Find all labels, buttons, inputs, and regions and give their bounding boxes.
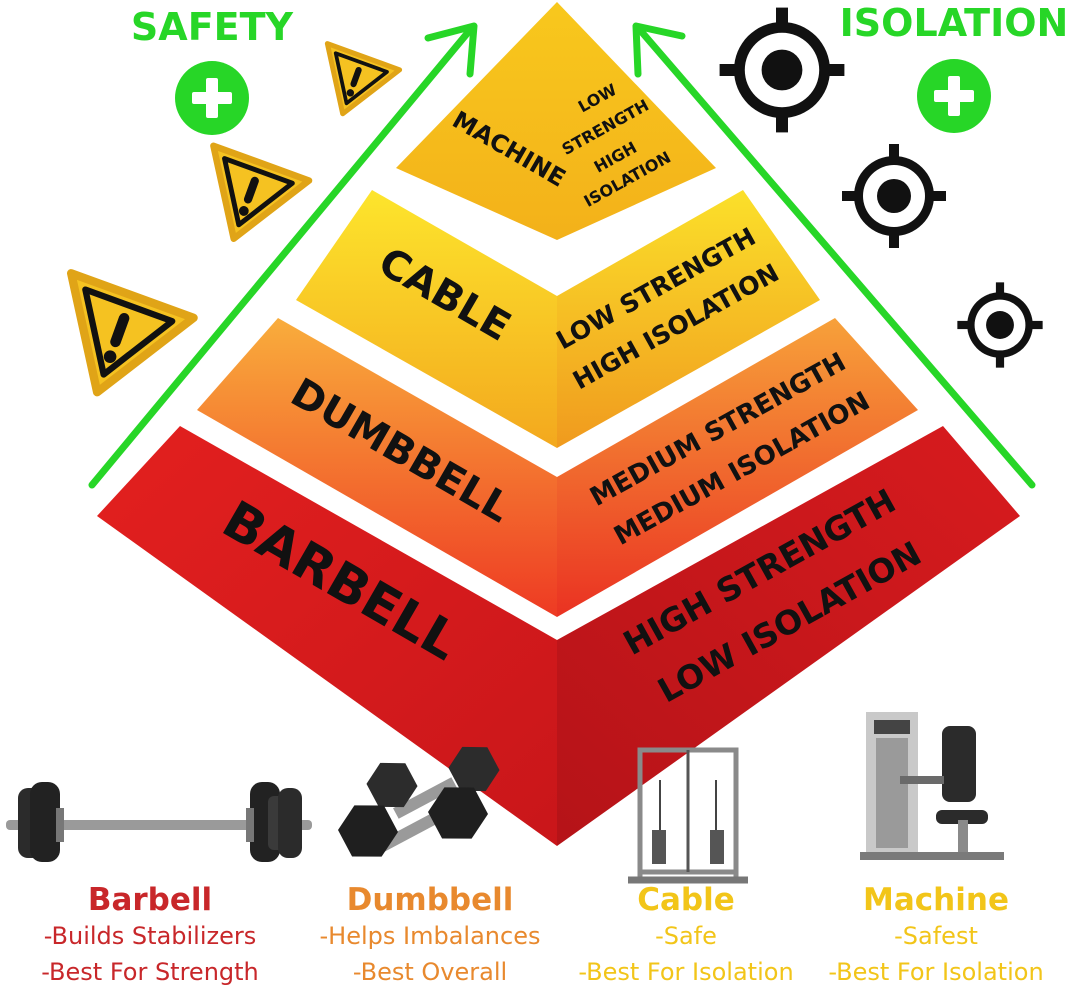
- tier-barbell-right: [557, 426, 1020, 846]
- isolation-plus-icon: [917, 59, 991, 133]
- caption-dumbbell-line-1: -Helps Imbalances: [319, 922, 541, 950]
- dumbbell-image: [338, 746, 500, 857]
- cable-machine-image: [628, 747, 748, 884]
- safety-plus-icon: [175, 61, 249, 135]
- tier-dumbbell-right: [557, 318, 918, 617]
- caption-cable-line-1: -Safe: [655, 922, 717, 950]
- tier-cable-right: [557, 190, 820, 448]
- crosshair-target-icon: [719, 7, 845, 133]
- tier-barbell-left: [97, 426, 557, 846]
- warning-triangle-icon: [186, 146, 309, 256]
- tier-machine: MACHINE LOW STRENGTH HIGH ISOLATION: [396, 2, 716, 240]
- crosshair-target-icon: [842, 144, 946, 248]
- caption-barbell-line-2: -Best For Strength: [41, 958, 259, 986]
- caption-barbell: Barbell -Builds Stabilizers -Best For St…: [20, 882, 280, 990]
- caption-machine-title: Machine: [863, 882, 1009, 918]
- chest-press-machine-image: [860, 712, 1004, 860]
- caption-machine-line-2: -Best For Isolation: [828, 958, 1044, 986]
- caption-machine-line-1: -Safest: [894, 922, 978, 950]
- isolation-arrow-icon: [632, 22, 1036, 489]
- tier-cable-left: [296, 190, 557, 448]
- caption-dumbbell-title: Dumbbell: [346, 882, 514, 918]
- tier-machine-right: [557, 2, 716, 240]
- caption-dumbbell: Dumbbell -Helps Imbalances -Best Overall: [300, 882, 560, 990]
- tier-dumbbell-left: [197, 318, 557, 617]
- warning-triangle-icon: [307, 44, 400, 127]
- caption-cable-line-2: -Best For Isolation: [578, 958, 794, 986]
- caption-cable: Cable -Safe -Best For Isolation: [556, 882, 816, 990]
- caption-dumbbell-line-2: -Best Overall: [352, 958, 508, 986]
- caption-machine: Machine -Safest -Best For Isolation: [806, 882, 1066, 990]
- isolation-label: ISOLATION: [840, 1, 1069, 45]
- barbell-image: [6, 782, 312, 862]
- caption-cable-title: Cable: [637, 882, 735, 918]
- safety-label: SAFETY: [131, 5, 294, 49]
- caption-barbell-title: Barbell: [87, 882, 213, 918]
- safety-arrow-icon: [88, 22, 478, 489]
- crosshair-target-icon: [957, 282, 1043, 368]
- tier-machine-left: [396, 2, 557, 240]
- caption-barbell-line-1: -Builds Stabilizers: [43, 922, 257, 950]
